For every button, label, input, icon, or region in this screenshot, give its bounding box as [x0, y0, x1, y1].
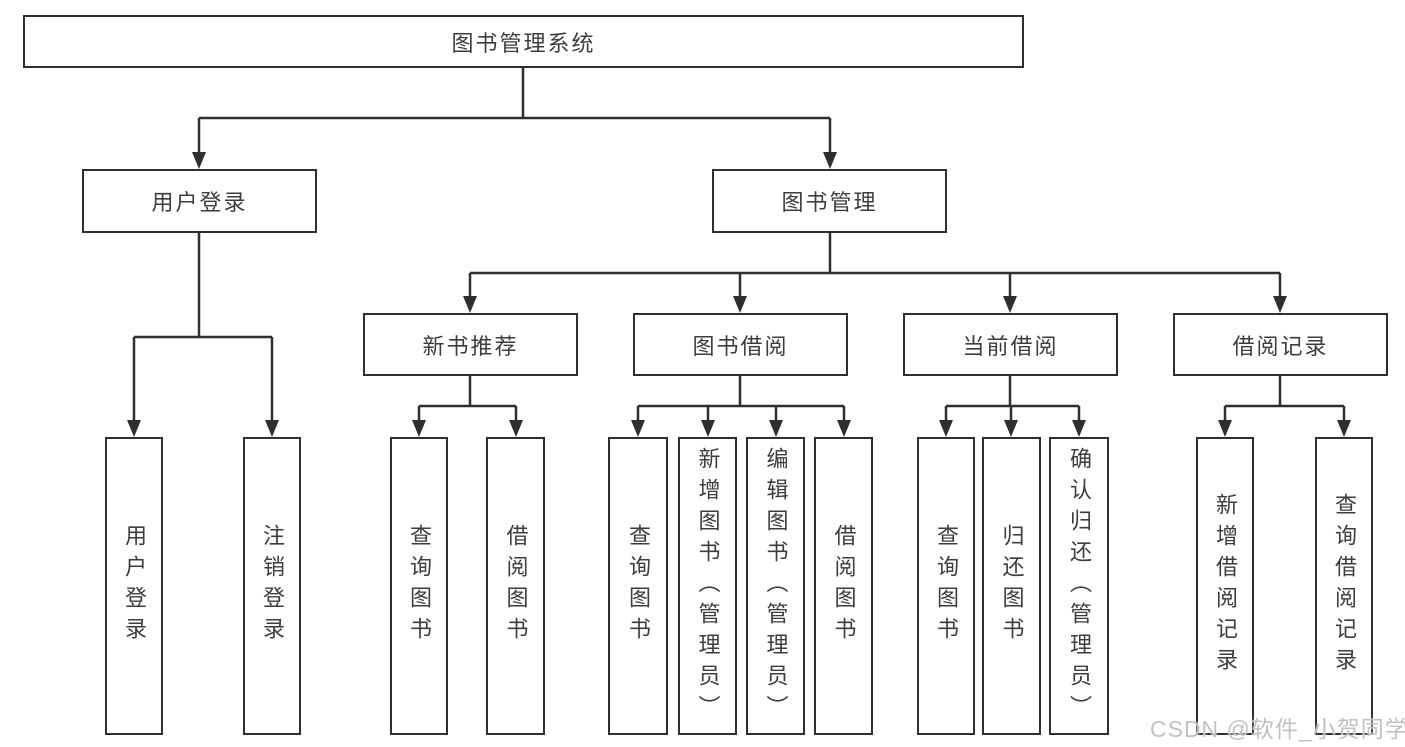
node-new-book-recommend: 新书推荐 [363, 313, 578, 376]
node-add-book-admin: 新增图书（管理员） [678, 437, 737, 735]
node-query-borrow-record-label: 查询借阅记录 [1332, 493, 1357, 679]
arrow-down-icon [1273, 296, 1287, 313]
arrow-down-icon [939, 420, 953, 437]
node-add-book-admin-label: 新增图书（管理员） [695, 446, 721, 726]
node-borrow-books-2: 借阅图书 [814, 437, 873, 735]
arrow-down-icon [1003, 296, 1017, 313]
arrow-down-icon [769, 420, 783, 437]
node-logout-leaf-label: 注销登录 [260, 524, 285, 648]
node-query-books-2: 查询图书 [608, 437, 668, 735]
arrow-down-icon [1004, 420, 1018, 437]
node-borrow-books-2-label: 借阅图书 [831, 524, 857, 648]
node-borrow-books-1-label: 借阅图书 [503, 524, 529, 648]
node-root: 图书管理系统 [23, 15, 1024, 68]
node-logout-leaf: 注销登录 [243, 437, 301, 735]
arrow-down-icon [127, 420, 141, 437]
node-query-borrow-record: 查询借阅记录 [1315, 437, 1373, 735]
arrow-down-icon [509, 420, 523, 437]
node-add-borrow-record: 新增借阅记录 [1196, 437, 1254, 735]
node-query-books-3: 查询图书 [917, 437, 975, 735]
arrow-down-icon [733, 296, 747, 313]
node-add-borrow-record-label: 新增借阅记录 [1213, 493, 1238, 679]
node-user-login-label: 用户登录 [151, 190, 248, 215]
node-book-borrow-label: 图书借阅 [692, 333, 789, 359]
arrow-down-icon [265, 420, 279, 437]
arrow-down-icon [1218, 420, 1232, 437]
node-new-book-recommend-label: 新书推荐 [422, 333, 519, 359]
node-return-book-label: 归还图书 [999, 524, 1025, 648]
node-book-borrow: 图书借阅 [633, 313, 848, 376]
node-confirm-return-admin-label: 确认归还（管理员） [1067, 446, 1092, 726]
node-current-borrow-label: 当前借阅 [962, 333, 1059, 359]
arrow-down-icon [463, 296, 477, 313]
node-edit-book-admin: 编辑图书（管理员） [746, 437, 805, 735]
node-query-books-1-label: 查询图书 [407, 524, 432, 648]
arrow-down-icon [412, 420, 426, 437]
node-query-books-3-label: 查询图书 [934, 524, 959, 648]
node-borrow-records: 借阅记录 [1173, 313, 1388, 376]
arrow-down-icon [1072, 420, 1086, 437]
node-user-login-leaf: 用户登录 [105, 437, 163, 735]
node-borrow-books-1: 借阅图书 [486, 437, 545, 735]
node-current-borrow: 当前借阅 [903, 313, 1118, 376]
node-borrow-records-label: 借阅记录 [1232, 333, 1329, 359]
arrow-down-icon [701, 420, 715, 437]
node-book-management: 图书管理 [712, 169, 947, 233]
node-root-label: 图书管理系统 [451, 30, 596, 56]
node-book-management-label: 图书管理 [781, 190, 878, 215]
arrow-down-icon [192, 152, 206, 169]
node-return-book: 归还图书 [982, 437, 1041, 735]
node-edit-book-admin-label: 编辑图书（管理员） [763, 446, 789, 726]
node-query-books-1: 查询图书 [390, 437, 448, 735]
node-query-books-2-label: 查询图书 [626, 524, 651, 648]
node-user-login-leaf-label: 用户登录 [122, 524, 147, 648]
arrow-down-icon [837, 420, 851, 437]
node-user-login: 用户登录 [82, 169, 317, 233]
arrow-down-icon [631, 420, 645, 437]
watermark: CSDN @软件_小贺同学 [1150, 716, 1405, 742]
arrow-down-icon [823, 152, 837, 169]
node-confirm-return-admin: 确认归还（管理员） [1049, 437, 1109, 735]
arrow-down-icon [1337, 420, 1351, 437]
